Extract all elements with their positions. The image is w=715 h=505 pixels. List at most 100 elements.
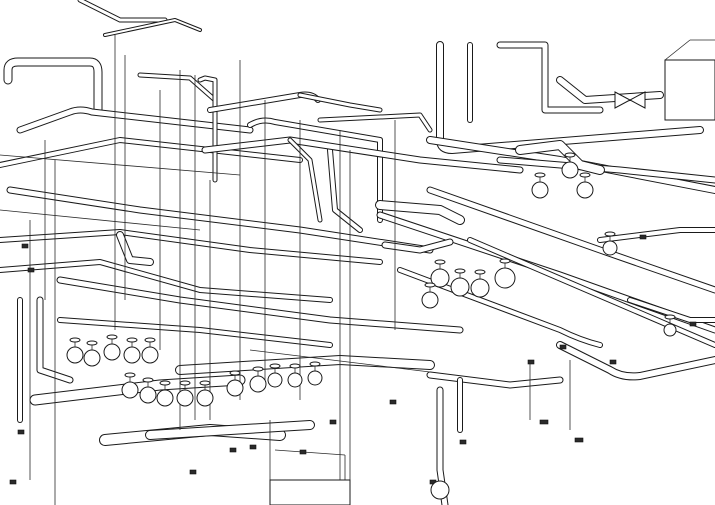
handwheel-icon	[289, 363, 301, 369]
pipe-bottom-mid-run-bore	[427, 372, 563, 388]
handwheel-icon	[144, 337, 156, 343]
handwheel-icon	[252, 366, 264, 372]
flange-icon	[609, 359, 617, 365]
support-line	[0, 209, 201, 231]
flange-icon	[27, 267, 35, 273]
pipe-short-link-bore	[382, 239, 453, 253]
pipe-diagonal-d-bore	[398, 268, 602, 347]
equipment-edge	[664, 39, 691, 61]
handwheel-icon	[474, 269, 486, 275]
flange-icon	[559, 344, 567, 350]
pipe-mid-drop-c-outline	[287, 137, 323, 223]
pipe-mid-run-b-bore	[298, 93, 382, 112]
pipe-right-long-a-bore	[427, 137, 715, 193]
equipment-box	[664, 59, 715, 121]
pipe-top-left-loop-outline	[3, 57, 103, 115]
support-lines	[0, 35, 571, 505]
gate-valve-icon	[141, 346, 159, 364]
handwheel-icon	[534, 172, 546, 178]
gate-valve-icon	[531, 181, 549, 199]
handwheel-icon	[564, 152, 576, 158]
gate-valve-icon	[139, 386, 157, 404]
check-valve-icon	[628, 91, 646, 109]
gate-valve-icon	[176, 389, 194, 407]
pipe-cross-run-a-bore	[202, 137, 523, 173]
flange-icon	[539, 419, 549, 425]
handwheel-icon	[579, 172, 591, 178]
pipe-right-mid-bore	[598, 228, 715, 242]
flange-icon	[17, 429, 25, 435]
pipe-lower-right-run-outline	[556, 341, 715, 381]
support-line	[0, 154, 241, 176]
pipe-top-stub-bore	[78, 0, 167, 22]
gate-valve-icon	[267, 372, 283, 388]
pipe-top-rise-bore	[104, 19, 201, 36]
pipe-lower-header-a-bore	[30, 375, 245, 405]
handwheel-icon	[126, 337, 138, 343]
gate-valve-icon	[663, 323, 677, 337]
handwheel-icon	[106, 334, 118, 340]
gate-valve-icon	[123, 346, 141, 364]
gate-valve-icon	[307, 370, 323, 386]
gate-valve-icon	[249, 375, 267, 393]
gate-valve-icon	[103, 343, 121, 361]
pipe-bottom-header-b-bore	[146, 421, 314, 439]
flange-icon	[389, 399, 397, 405]
pipe-short-header-bore	[376, 201, 464, 224]
flange-icon	[574, 437, 584, 443]
pipe-left-elbow-bore	[117, 232, 153, 265]
pipe-right-high-run-bore	[557, 77, 663, 103]
gate-valve-icon	[287, 372, 303, 388]
handwheel-icon	[124, 372, 136, 378]
handwheel-icon	[199, 380, 211, 386]
pipe-top-left-loop-bore	[4, 58, 102, 114]
pipe-right-long-b-bore	[497, 157, 715, 183]
flange-icon	[189, 469, 197, 475]
pipe-lower-right-run-bore	[557, 342, 715, 380]
valve-layer	[9, 91, 697, 500]
gate-valve-icon	[83, 349, 101, 367]
flange-icon	[527, 359, 535, 365]
handwheel-icon	[229, 370, 241, 376]
gate-valve-icon	[226, 379, 244, 397]
pipe-mid-drop-c-bore	[288, 138, 322, 222]
gate-valve-icon	[450, 277, 470, 297]
handwheel-icon	[424, 282, 436, 288]
gate-valve-icon	[494, 267, 516, 289]
handwheel-icon	[664, 314, 676, 320]
pipe-left-drop-a-bore	[37, 297, 73, 383]
pipe-right-riser-b-bore	[497, 42, 603, 113]
support-line	[274, 449, 346, 456]
flange-icon	[689, 321, 697, 327]
pipe-cross-run-c-bore	[0, 230, 382, 264]
gate-valve-icon	[470, 278, 490, 298]
flange-icon	[21, 243, 29, 249]
pipe-mid-bend-a-bore	[138, 73, 217, 102]
flange-icon	[299, 449, 307, 455]
gate-valve-icon	[121, 381, 139, 399]
pipe-mid-run-c-bore	[318, 113, 432, 132]
gate-valve-icon	[156, 389, 174, 407]
flange-icon	[329, 419, 337, 425]
gate-valve-icon	[602, 240, 618, 256]
pipe-top-stub-outline	[77, 0, 168, 23]
handwheel-icon	[179, 380, 191, 386]
equipment-base	[269, 479, 351, 505]
check-valve-icon	[614, 91, 632, 109]
pipe-lower-run-a-bore	[58, 318, 332, 347]
pipe-lower-header-b-bore	[176, 356, 434, 374]
gate-valve-icon	[576, 181, 594, 199]
pipe-cross-run-b-bore	[7, 187, 433, 253]
pipe-upper-run-a-bore	[17, 107, 253, 133]
pump-icon	[430, 480, 450, 500]
pipe-diagonal-c-bore	[468, 238, 715, 347]
handwheel-icon	[142, 377, 154, 383]
pipe-vertical-a-bore	[198, 76, 217, 182]
flange-icon	[9, 479, 17, 485]
gate-valve-icon	[66, 346, 84, 364]
pipe-down-b-bore	[328, 148, 362, 232]
gate-valve-icon	[421, 291, 439, 309]
handwheel-icon	[309, 361, 321, 367]
